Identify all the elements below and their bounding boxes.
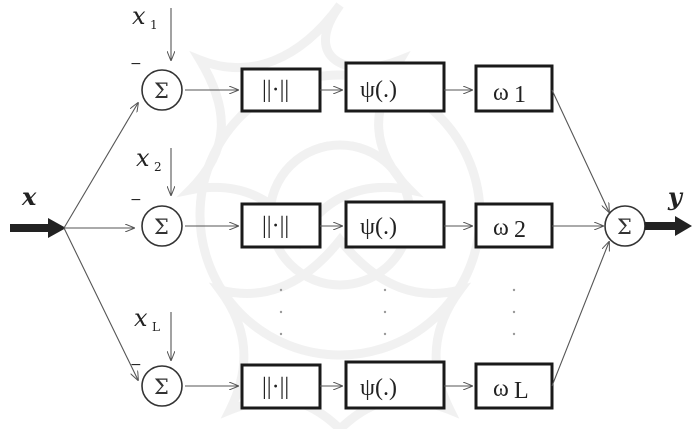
sigma-1: Σ — [154, 79, 169, 103]
psi-box-L — [344, 360, 446, 410]
sigma-2: Σ — [154, 215, 169, 239]
norm-label-1: ||·|| — [262, 77, 289, 103]
minus-sign-1: − — [130, 56, 142, 72]
norm-box-2 — [240, 202, 322, 249]
center-sub-1: 1 — [150, 18, 158, 32]
minus-sign-L: − — [130, 357, 142, 373]
sum-node-2 — [141, 205, 183, 247]
input-label: x — [21, 182, 37, 211]
psi-label-L: ψ(.) — [360, 375, 397, 401]
weight-box-1 — [474, 64, 554, 113]
weight-sub-2: 2 — [514, 217, 526, 243]
weight-sub-1: 1 — [514, 82, 526, 108]
fanin-line-3 — [551, 242, 609, 387]
norm-label-L: ||·|| — [262, 374, 289, 400]
output-arrow — [645, 216, 692, 236]
row-L: x L − Σ ||·|| ψ(.) ω L — [130, 304, 554, 410]
output-label: y — [667, 182, 684, 211]
norm-box-L — [240, 363, 322, 410]
center-label-1: x — [132, 2, 146, 30]
weight-label-1: ω — [493, 80, 509, 106]
center-sub-L: L — [152, 320, 160, 334]
fanout-line-3 — [63, 227, 138, 380]
center-sub-2: 2 — [154, 160, 162, 174]
norm-label-2: ||·|| — [262, 213, 289, 239]
fanin-line-1 — [551, 89, 609, 212]
weight-sub-L: L — [514, 378, 529, 404]
weight-label-2: ω — [493, 215, 509, 241]
minus-sign-2: − — [130, 192, 142, 208]
sigma-L: Σ — [154, 375, 169, 399]
psi-label-2: ψ(.) — [360, 214, 397, 240]
weight-box-2 — [474, 202, 554, 249]
fanout-line-1 — [63, 103, 138, 229]
input-arrow — [10, 218, 66, 238]
weight-box-L — [474, 362, 554, 410]
center-label-L: x — [134, 304, 148, 332]
row-1: x 1 − Σ ||·|| ψ(.) ω 1 — [130, 2, 554, 113]
ellipsis-dots — [279, 288, 516, 336]
psi-box-2 — [344, 200, 446, 249]
row-2: x 2 − Σ ||·|| ψ(.) ω 2 — [130, 144, 554, 249]
center-label-2: x — [136, 144, 150, 172]
psi-box-1 — [344, 61, 446, 113]
weight-label-L: ω — [493, 376, 509, 402]
norm-box-1 — [240, 67, 322, 113]
output-sigma: Σ — [617, 215, 632, 239]
sum-node-1 — [141, 69, 183, 111]
sum-node-L — [141, 365, 183, 407]
psi-label-1: ψ(.) — [360, 77, 397, 103]
